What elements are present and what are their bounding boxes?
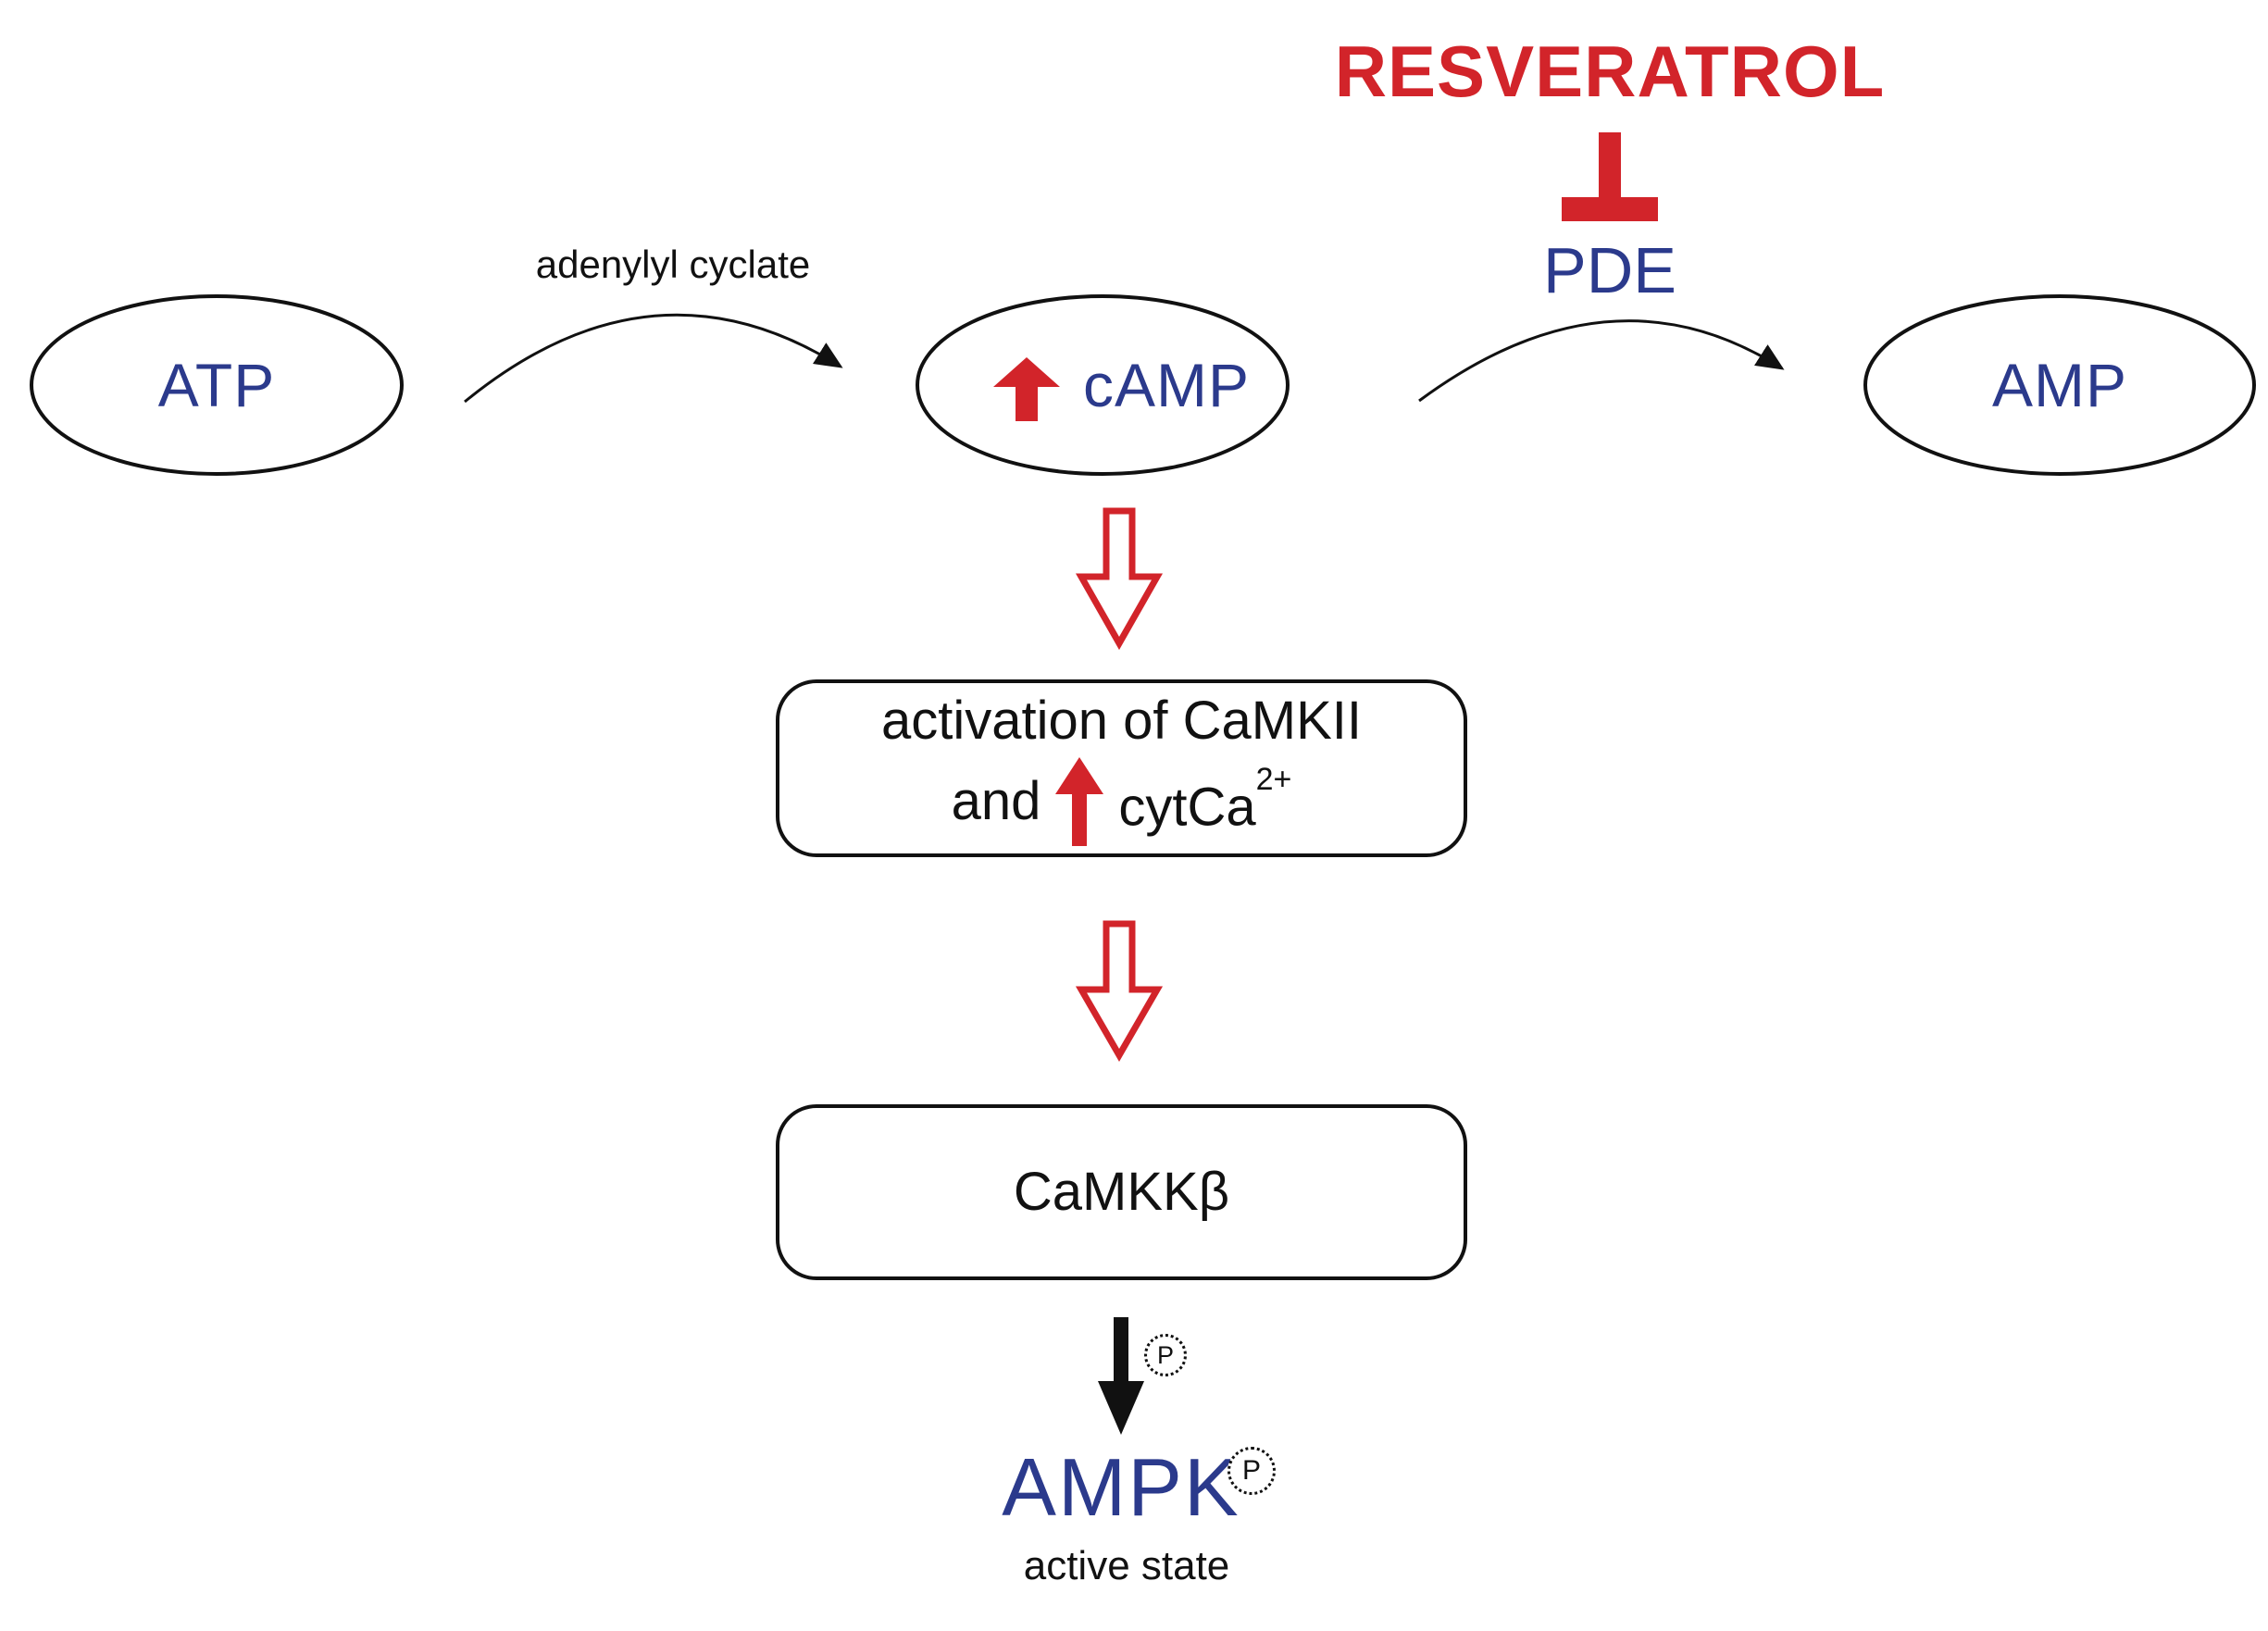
ampk-label: AMPK: [1002, 1441, 1240, 1533]
phospho-circle-icon: P: [1144, 1334, 1187, 1376]
activation-box-line2: and cytCa2+: [951, 757, 1292, 846]
inhibition-bar-icon: [1562, 132, 1658, 221]
phospho-letter: P: [1241, 1455, 1261, 1486]
amp-label: AMP: [1991, 351, 2128, 419]
open-down-arrow-icon-2: [1075, 920, 1164, 1062]
atp-label: ATP: [157, 351, 276, 419]
curved-arrow-camp-to-amp: [1418, 319, 1785, 403]
phosphorylation-arrow-icon: [1098, 1317, 1144, 1435]
adenylyl-cyclate-label: adenylyl cyclate: [535, 243, 811, 286]
activation-box-line1: activation of CaMKII: [881, 691, 1362, 751]
pde-label: PDE: [1543, 234, 1676, 306]
increase-arrow-icon: [993, 357, 1060, 421]
increase-arrow-icon: [1055, 757, 1104, 846]
camp-label: cAMP: [1082, 351, 1251, 419]
camp-ellipse: [916, 294, 1290, 476]
camkk-label: CaMKKβ: [1013, 1162, 1230, 1222]
phospho-circle-icon: P: [1227, 1447, 1276, 1495]
superscript-2plus: 2+: [1255, 761, 1292, 797]
activation-box: activation of CaMKII and cytCa2+: [776, 679, 1467, 857]
phospho-letter: P: [1156, 1340, 1174, 1369]
resveratrol-label: RESVERATROL: [1334, 31, 1886, 112]
open-down-arrow-icon-1: [1075, 507, 1164, 651]
activation-box-and: and: [951, 771, 1041, 831]
curved-arrow-atp-to-camp: [464, 313, 843, 404]
camkk-box: CaMKKβ: [776, 1104, 1467, 1280]
active-state-label: active state: [1023, 1543, 1230, 1588]
amp-ellipse: [1863, 294, 2256, 476]
atp-ellipse: [30, 294, 404, 476]
activation-box-target: cytCa2+: [1118, 761, 1292, 838]
